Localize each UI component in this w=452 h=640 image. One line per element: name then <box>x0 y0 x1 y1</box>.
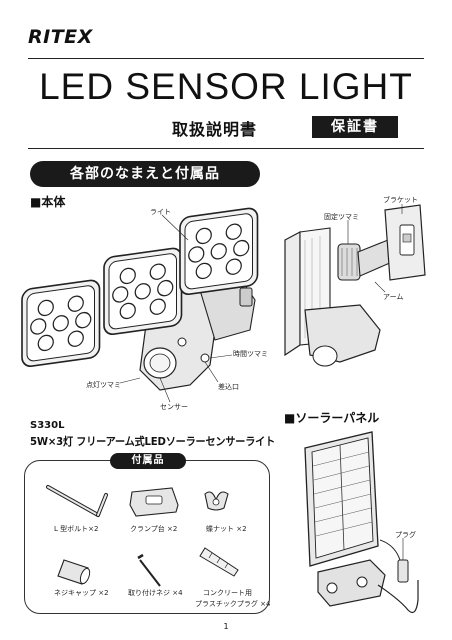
label-plug: プラグ <box>395 530 416 540</box>
page-number: 1 <box>0 622 452 631</box>
